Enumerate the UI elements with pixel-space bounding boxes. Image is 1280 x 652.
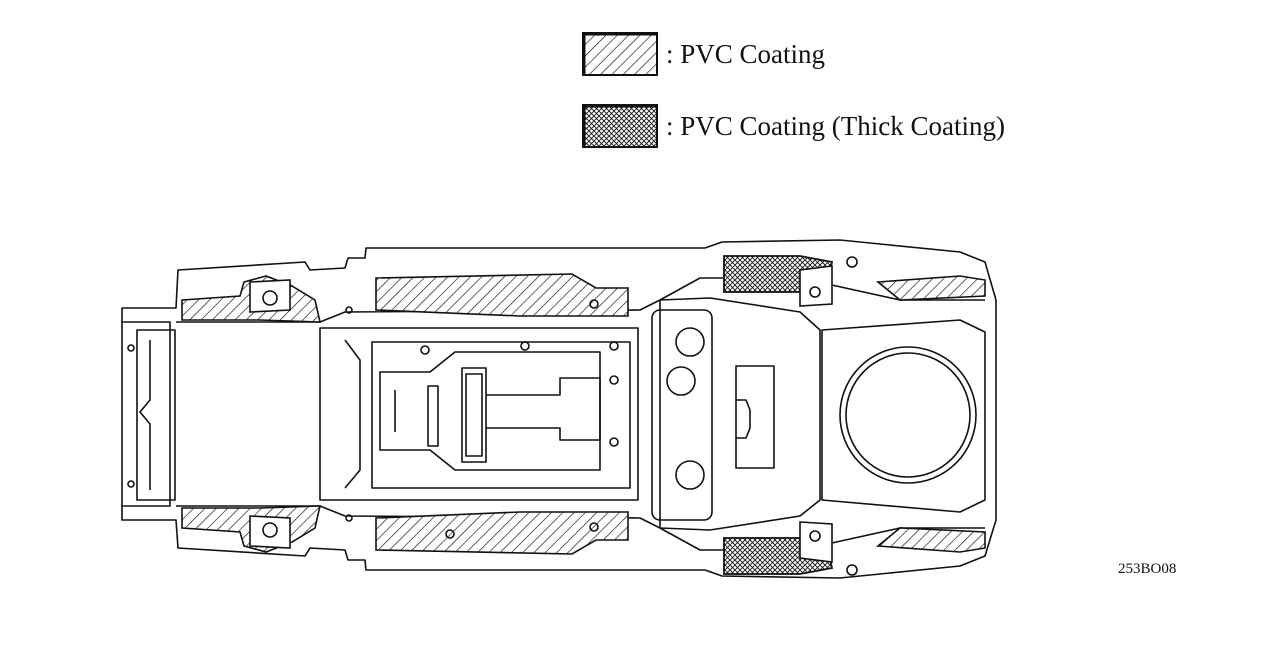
cross-hatch-swatch — [582, 104, 658, 148]
rear-center-panel — [735, 365, 775, 469]
spare-tire-inner — [845, 352, 971, 478]
front-crossmember — [122, 321, 171, 507]
legend-label-pvc: : PVC Coating — [666, 38, 826, 69]
pvc-zone-upper-rail — [375, 273, 629, 317]
mid-panel — [659, 297, 821, 531]
pvc-zone-rear-upper — [875, 275, 986, 301]
legend-item-pvc: : PVC Coating — [582, 32, 825, 76]
plug-hole — [675, 460, 705, 490]
pvc-zone-rear-lower — [875, 527, 986, 553]
floor-frame — [319, 327, 639, 501]
figure-code: 253BO08 — [1118, 561, 1177, 577]
body-outline — [121, 239, 997, 579]
plug-hole — [675, 327, 705, 357]
diagonal-hatch-swatch — [582, 32, 658, 76]
center-bar — [461, 367, 487, 463]
mid-frame — [651, 309, 713, 521]
legend-label-pvc-thick: : PVC Coating (Thick Coating) — [666, 110, 1005, 141]
pvc-zone-lower-rail — [375, 511, 629, 555]
spare-tire-well — [821, 319, 986, 513]
front-panel — [136, 329, 176, 501]
legend-item-pvc-thick: : PVC Coating (Thick Coating) — [582, 104, 1005, 148]
spare-tire-outer — [839, 346, 977, 484]
plug-hole — [666, 366, 696, 396]
floor-inner — [371, 341, 631, 489]
